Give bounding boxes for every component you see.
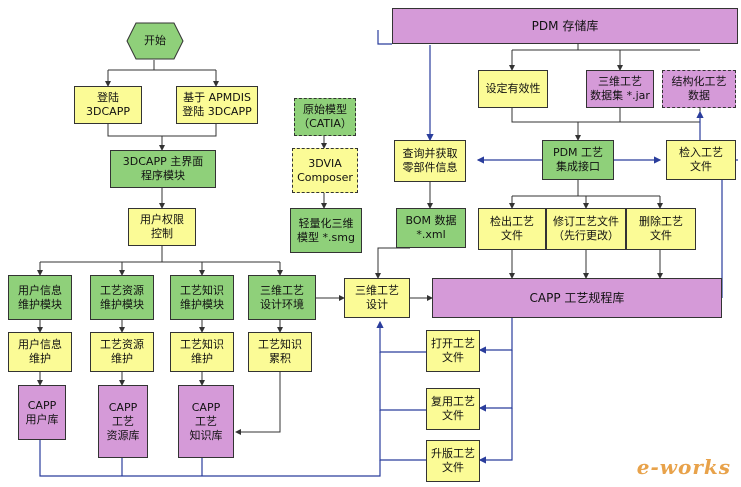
capp-user-db-node: CAPP 用户库 bbox=[18, 385, 66, 440]
bom-data-node: BOM 数据 *.xml bbox=[396, 208, 466, 248]
login-3dcapp-node: 登陆 3DCAPP bbox=[74, 86, 142, 124]
capp-resource-db-node: CAPP 工艺 资源库 bbox=[98, 385, 148, 458]
delete-file-node: 删除工艺 文件 bbox=[626, 208, 696, 250]
original-model-node: 原始模型 （CATIA） bbox=[294, 98, 356, 136]
knowledge-accum-node: 工艺知识 累积 bbox=[248, 332, 312, 372]
knowledge-maint-node: 工艺知识 维护 bbox=[170, 332, 234, 372]
capp-knowledge-db-node: CAPP 工艺 知识库 bbox=[178, 385, 234, 458]
checkout-file-node: 检出工艺 文件 bbox=[478, 208, 546, 250]
resource-module-node: 工艺资源 维护模块 bbox=[90, 275, 154, 320]
user-info-maint-node: 用户信息 维护 bbox=[8, 332, 72, 372]
set-validity-node: 设定有效性 bbox=[478, 70, 548, 108]
start-shape bbox=[126, 22, 184, 60]
lightweight-model-node: 轻量化三维 模型 *.smg bbox=[290, 208, 362, 253]
design-env-node: 三维工艺 设计环境 bbox=[248, 275, 316, 320]
upgrade-file-node: 升版工艺 文件 bbox=[426, 440, 480, 482]
pdm-repository-node: PDM 存储库 bbox=[392, 8, 738, 44]
3dvia-composer-node: 3DVIA Composer bbox=[292, 148, 358, 193]
knowledge-module-node: 工艺知识 维护模块 bbox=[170, 275, 234, 320]
main-module-node: 3DCAPP 主界面 程序模块 bbox=[110, 150, 216, 188]
checkin-file-node: 检入工艺 文件 bbox=[666, 140, 736, 180]
capp-repository-node: CAPP 工艺规程库 bbox=[432, 278, 722, 318]
resource-maint-node: 工艺资源 维护 bbox=[90, 332, 154, 372]
login-apmdis-node: 基于 APMDIS 登陆 3DCAPP bbox=[176, 86, 258, 124]
3d-design-node: 三维工艺 设计 bbox=[344, 278, 410, 318]
structured-data-node: 结构化工艺 数据 bbox=[662, 70, 736, 108]
open-file-node: 打开工艺 文件 bbox=[426, 330, 480, 372]
start-node: 开始 bbox=[144, 34, 166, 47]
pdm-interface-node: PDM 工艺 集成接口 bbox=[542, 140, 614, 180]
user-info-module-node: 用户信息 维护模块 bbox=[8, 275, 72, 320]
watermark-logo: e-works bbox=[636, 455, 731, 479]
process-dataset-node: 三维工艺 数据集 *.jar bbox=[586, 70, 654, 108]
query-parts-node: 查询并获取 零部件信息 bbox=[394, 140, 466, 182]
reuse-file-node: 复用工艺 文件 bbox=[426, 388, 480, 430]
user-permission-node: 用户权限 控制 bbox=[128, 208, 196, 246]
revise-file-node: 修订工艺文件 （先行更改） bbox=[546, 208, 626, 250]
